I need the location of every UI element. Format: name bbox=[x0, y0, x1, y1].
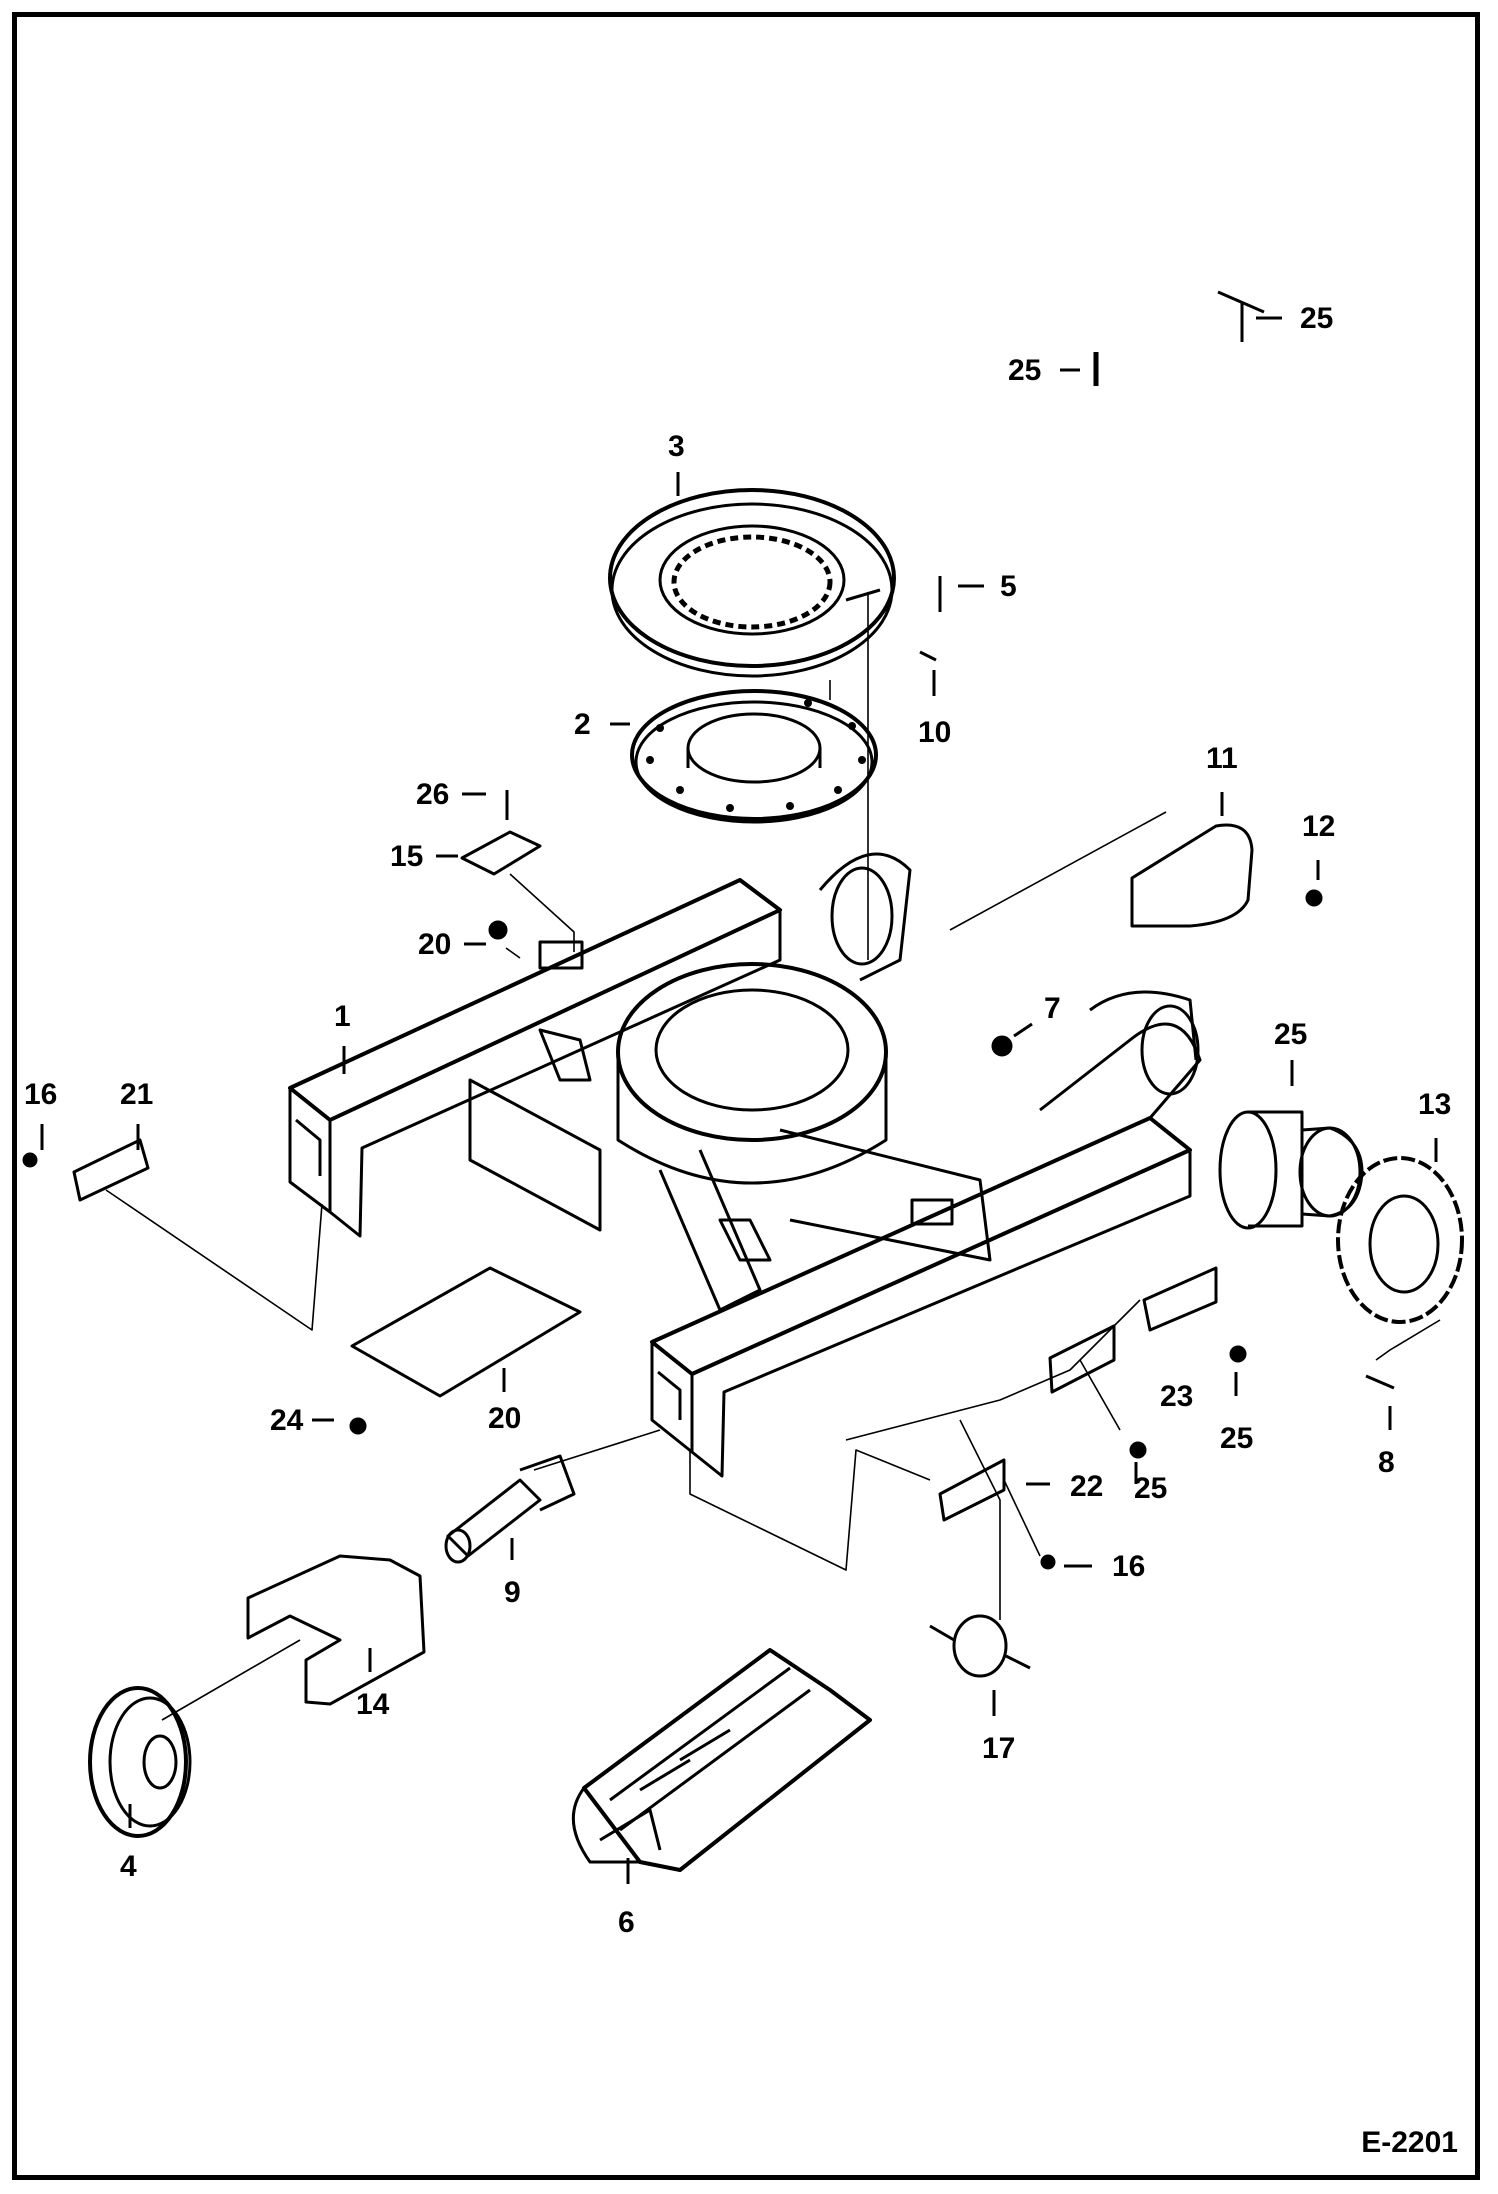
callout-21: 23 bbox=[1160, 1380, 1194, 1413]
callout-13: 13 bbox=[1418, 1088, 1452, 1121]
callout-12: 12 bbox=[1302, 810, 1336, 843]
plate-20-left bbox=[72, 1138, 150, 1202]
plate-20-right bbox=[938, 1458, 1006, 1522]
spacer-ring bbox=[630, 689, 878, 824]
bolt-12 bbox=[1305, 889, 1323, 907]
small-plate bbox=[460, 830, 542, 876]
callout-5: 5 bbox=[1000, 570, 1017, 603]
callout-8: 8 bbox=[1378, 1446, 1395, 1479]
callout-17: 17 bbox=[982, 1732, 1016, 1765]
undercarriage-frame bbox=[288, 852, 1202, 1478]
bolt-25c bbox=[1129, 1441, 1147, 1459]
callout-16-right: 16 bbox=[1112, 1550, 1146, 1583]
nut-19 bbox=[488, 920, 508, 940]
track-roller bbox=[929, 1614, 1031, 1678]
bolt-16a bbox=[22, 1152, 38, 1168]
callout-2: 2 bbox=[574, 708, 591, 741]
callout-1: 1 bbox=[334, 1000, 351, 1033]
callout-25-right: 25 bbox=[1220, 1422, 1254, 1455]
callout-10: 10 bbox=[918, 716, 952, 749]
callout-25-left: 24 bbox=[270, 1404, 304, 1437]
callout-19: 20 bbox=[418, 928, 452, 961]
callout-26: 26 bbox=[416, 778, 450, 811]
callout-22: 25 bbox=[1300, 302, 1334, 335]
bottom-cover bbox=[350, 1266, 582, 1398]
callout-6: 6 bbox=[618, 1906, 635, 1939]
callout-15: 15 bbox=[390, 840, 424, 873]
callout-4: 4 bbox=[120, 1850, 137, 1883]
cover-plate bbox=[1130, 823, 1254, 928]
callout-23: 25 bbox=[1008, 354, 1042, 387]
nut-7 bbox=[991, 1035, 1013, 1057]
callout-18: 20 bbox=[488, 1402, 522, 1435]
bolt-25b bbox=[1229, 1345, 1247, 1363]
bolt-16b bbox=[1040, 1554, 1056, 1570]
callout-20-left: 21 bbox=[120, 1078, 154, 1111]
callout-9: 9 bbox=[504, 1576, 521, 1609]
rubber-track bbox=[571, 1648, 872, 1872]
idler-wheel bbox=[88, 1686, 192, 1838]
callout-7: 7 bbox=[1044, 992, 1061, 1025]
track-guard bbox=[246, 1554, 426, 1706]
callout-24: 25 bbox=[1274, 1018, 1308, 1051]
plate-21a bbox=[1048, 1324, 1116, 1394]
callout-25-middle: 25 bbox=[1134, 1472, 1168, 1505]
swing-bearing bbox=[608, 488, 896, 678]
callout-14: 14 bbox=[356, 1688, 390, 1721]
figure-reference: E-2201 bbox=[1361, 2126, 1458, 2159]
nut-10 bbox=[919, 650, 937, 662]
bolt-25a bbox=[349, 1417, 367, 1435]
callout-11: 11 bbox=[1206, 742, 1238, 775]
callout-20-right: 22 bbox=[1070, 1470, 1104, 1503]
plate-21b bbox=[1142, 1266, 1218, 1332]
track-adjuster bbox=[444, 1454, 576, 1564]
callout-16-left: 16 bbox=[24, 1078, 58, 1111]
callout-3: 3 bbox=[668, 430, 685, 463]
sprocket bbox=[1336, 1156, 1464, 1324]
t-pin bbox=[1217, 290, 1265, 342]
bolt-8 bbox=[1365, 1374, 1395, 1390]
